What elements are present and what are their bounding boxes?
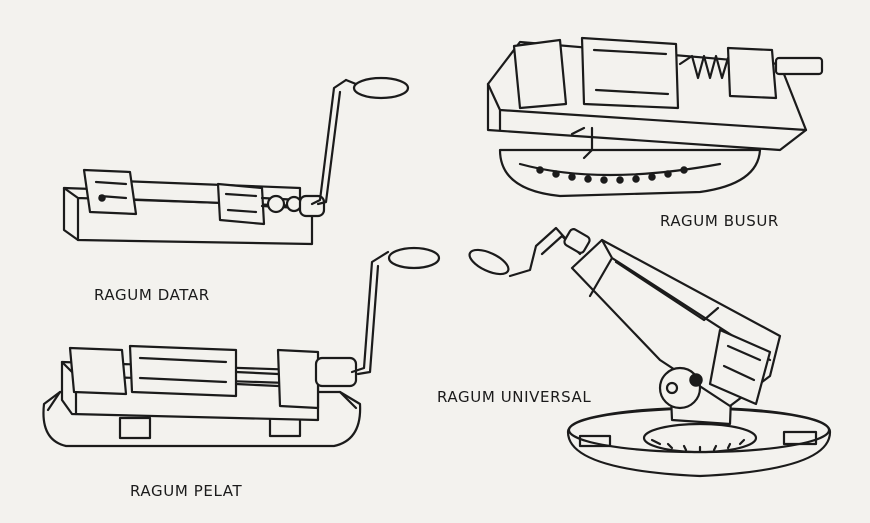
label-ragum-datar: RAGUM DATAR: [94, 286, 210, 304]
swivel-graduation: [536, 166, 688, 184]
label-ragum-busur: RAGUM BUSUR: [660, 212, 779, 230]
universal-vise-illustration: [468, 226, 832, 478]
label-ragum-pelat: RAGUM PELAT: [130, 482, 243, 500]
plate-vise-illustration: [42, 246, 441, 448]
label-ragum-universal: RAGUM UNIVERSAL: [437, 388, 592, 406]
swivel-vise-illustration: [486, 36, 824, 198]
flat-vise-illustration: [62, 76, 410, 246]
